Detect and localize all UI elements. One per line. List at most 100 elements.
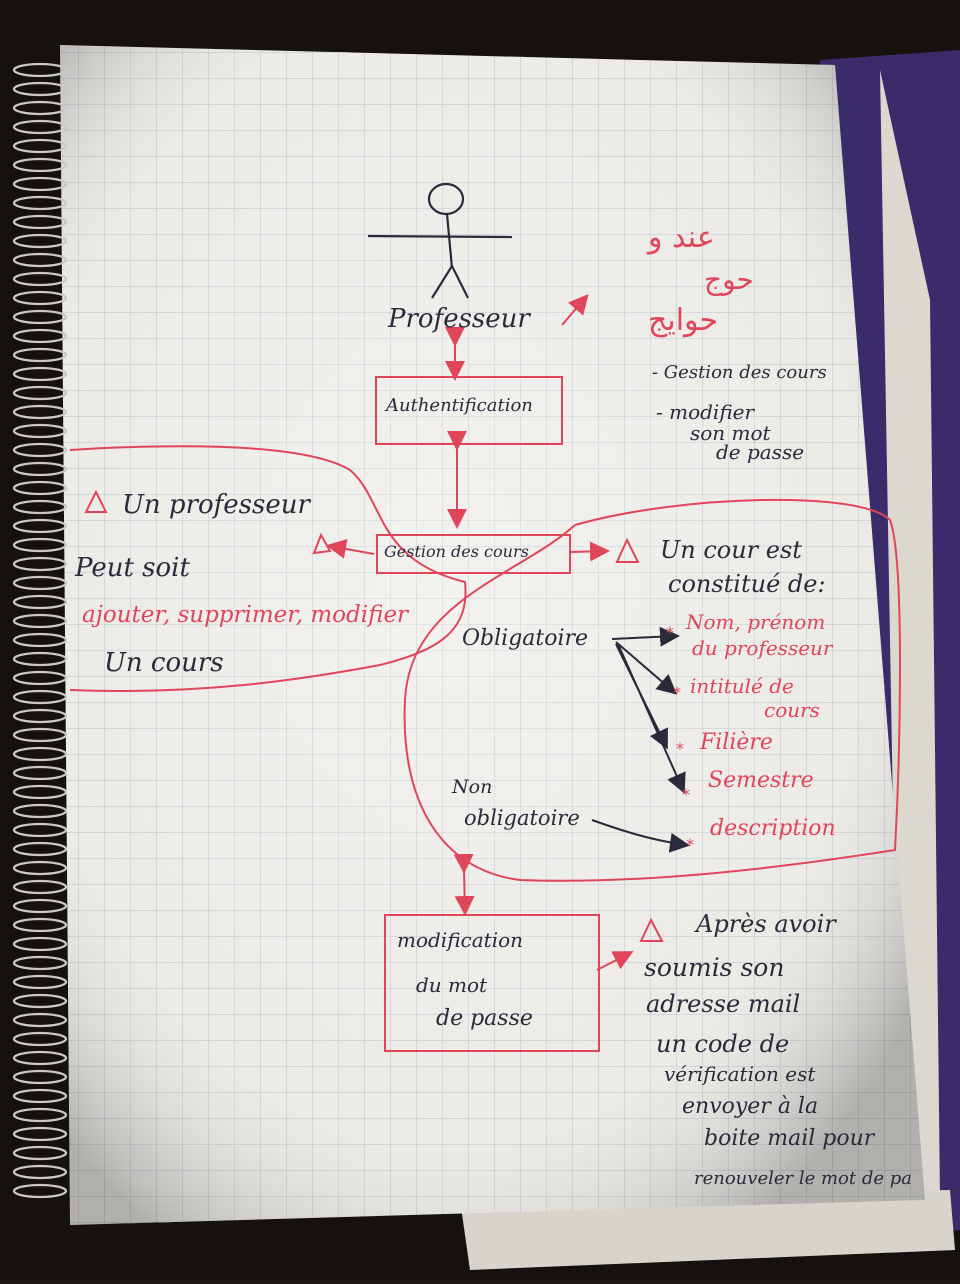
- spiral-coil: [12, 385, 68, 401]
- spiral-coil: [12, 328, 68, 344]
- spiral-coil: [12, 518, 68, 534]
- non-obligatoire-label-2: obligatoire: [464, 806, 580, 830]
- spiral-coil: [12, 537, 68, 553]
- spiral-coil: [12, 100, 68, 116]
- warning-icon-left: [84, 489, 108, 513]
- spiral-coil: [12, 461, 68, 477]
- auth-box-label: Authentification: [386, 395, 533, 416]
- bottom-note-line-6: envoyer à la: [682, 1094, 819, 1119]
- asterisk-2: *: [673, 683, 681, 702]
- field-2-line-1: intitulé de: [690, 674, 794, 698]
- spiral-coil: [12, 1145, 68, 1161]
- gestion-box: [376, 534, 571, 574]
- spiral-coil: [12, 594, 68, 610]
- gestion-box-label: Gestion des cours: [384, 542, 529, 561]
- spiral-coil: [12, 841, 68, 857]
- spiral-coil: [12, 746, 68, 762]
- spiral-coil: [12, 1126, 68, 1142]
- bottom-note-line-5: vérification est: [664, 1062, 816, 1086]
- modif-box-label-2: du mot: [416, 973, 488, 997]
- gestion-left-arrow: [326, 539, 375, 559]
- lighting: [60, 45, 925, 1225]
- left-note-line-3: Un cours: [104, 648, 224, 678]
- spiral-coil: [12, 1069, 68, 1085]
- right-note-line-2: constitué de:: [668, 570, 826, 598]
- spiral-coil: [12, 1031, 68, 1047]
- spiral-coil: [12, 613, 68, 629]
- spiral-coil: [12, 480, 68, 496]
- field-3: Filière: [700, 730, 773, 755]
- field-5: description: [710, 816, 836, 841]
- spiral-coil: [12, 138, 68, 154]
- spiral-coil: [12, 860, 68, 876]
- asterisk-1: *: [666, 623, 674, 642]
- torn-page: [460, 1190, 955, 1270]
- spiral-coil: [12, 1164, 68, 1180]
- spiral-coil: [12, 347, 68, 363]
- spiral-coil: [12, 575, 68, 591]
- spiral-coil: [12, 309, 68, 325]
- modif-box: [384, 914, 600, 1052]
- spiral-coil: [12, 1088, 68, 1104]
- asterisk-3: *: [676, 739, 684, 758]
- modif-box-label-3: de passe: [436, 1006, 533, 1031]
- oblig-arrow-2: [615, 641, 678, 695]
- spiral-coil: [12, 803, 68, 819]
- spiral-coil: [12, 898, 68, 914]
- spiral-binding: [12, 62, 68, 1199]
- spiral-coil: [12, 1107, 68, 1123]
- spiral-coil: [12, 442, 68, 458]
- spiral-coil: [12, 936, 68, 952]
- arabic-note-1: عند و: [648, 220, 715, 255]
- spiral-coil: [12, 974, 68, 990]
- actor-figure: [367, 182, 513, 299]
- spiral-coil: [12, 252, 68, 268]
- spiral-coil: [12, 822, 68, 838]
- warning-icon-right: [615, 537, 640, 563]
- non-obligatoire-label-1: Non: [452, 776, 493, 798]
- bottom-note-line-4: un code de: [656, 1030, 790, 1058]
- arabic-note-3: حوايج: [648, 303, 719, 338]
- spiral-coil: [12, 708, 68, 724]
- arabic-note-2: حوج: [704, 263, 754, 296]
- spiral-coil: [12, 119, 68, 135]
- field-1-line-2: du professeur: [692, 636, 833, 660]
- spiral-coil: [12, 670, 68, 686]
- non-oblig-arrow: [591, 819, 690, 853]
- spiral-coil: [12, 727, 68, 743]
- warning-icon-small: [312, 532, 332, 555]
- spiral-coil: [12, 233, 68, 249]
- modif-box-label-1: modification: [397, 928, 524, 952]
- oblig-arrow-1: [611, 626, 680, 647]
- function-1: - Gestion des cours: [652, 362, 827, 383]
- function-2: - modifier: [656, 400, 755, 424]
- spiral-coil: [12, 214, 68, 230]
- spiral-coil: [12, 993, 68, 1009]
- spiral-coil: [12, 917, 68, 933]
- bottom-note-line-8: renouveler le mot de pa: [694, 1168, 912, 1189]
- gestion-modif-arrow: [453, 853, 475, 916]
- spiral-coil: [12, 271, 68, 287]
- spiral-coil: [12, 1183, 68, 1199]
- spiral-coil: [12, 62, 68, 78]
- spiral-coil: [12, 556, 68, 572]
- spiral-coil: [12, 423, 68, 439]
- bottom-note-line-3: adresse mail: [646, 990, 801, 1018]
- bottom-note-line-2: soumis son: [644, 953, 785, 982]
- right-note-outline: [403, 498, 901, 882]
- spiral-coil: [12, 784, 68, 800]
- oblig-arrow-4: [617, 643, 686, 794]
- spiral-coil: [12, 632, 68, 648]
- modif-note-arrow: [596, 951, 634, 971]
- actor-head: [427, 182, 465, 216]
- function-3: son mot: [690, 421, 771, 445]
- spiral-coil: [12, 176, 68, 192]
- spiral-coil: [12, 366, 68, 382]
- field-1-line-1: Nom, prénom: [686, 610, 826, 634]
- gestion-right-arrow: [570, 541, 610, 562]
- actor-right-leg: [451, 265, 469, 299]
- spiral-coil: [12, 404, 68, 420]
- spiral-coil: [12, 81, 68, 97]
- spiral-coil: [12, 499, 68, 515]
